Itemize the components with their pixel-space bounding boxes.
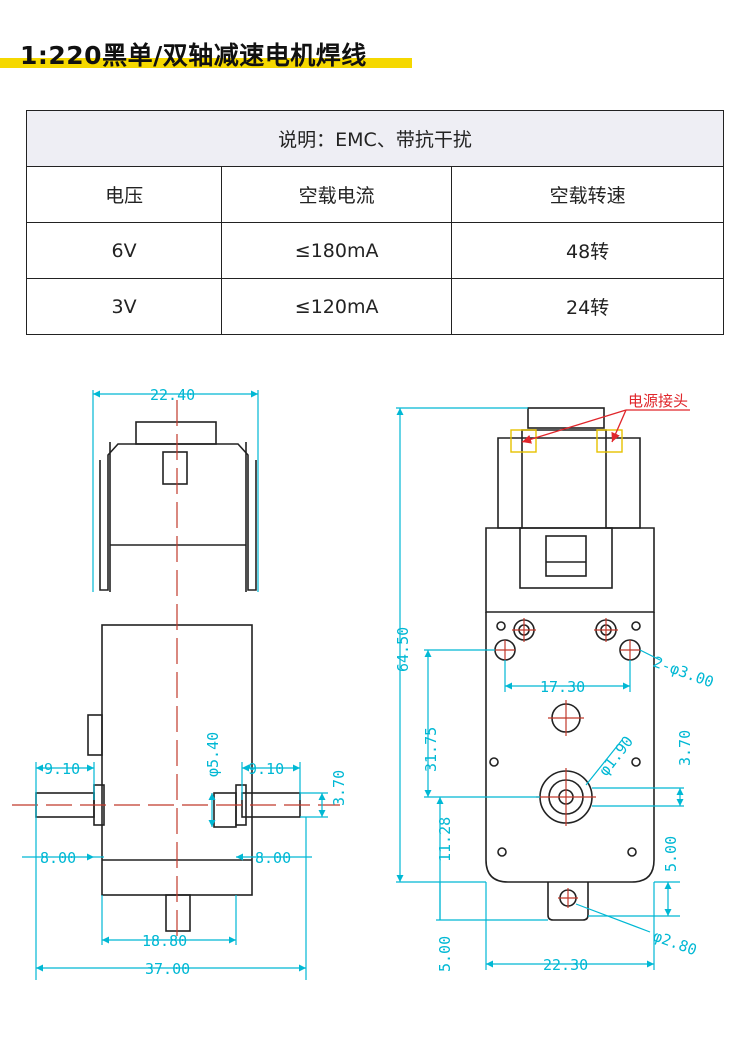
header-speed: 空载转速	[451, 166, 724, 223]
left-dimensions	[22, 390, 328, 980]
title-bar: 1:220黑单/双轴减速电机焊线	[0, 18, 412, 70]
connector-label: 电源接头	[628, 392, 688, 410]
dim-shaft-len-left: 9.10	[44, 760, 80, 778]
page-title: 1:220黑单/双轴减速电机焊线	[20, 41, 367, 70]
cell-speed: 24转	[451, 278, 724, 335]
cell-voltage: 3V	[25, 278, 223, 335]
dim-shaft-dia-right: φ1.90	[595, 733, 637, 780]
table-row: 3V ≤120mA 24转	[25, 278, 724, 335]
dim-height-shaft: 11.28	[436, 817, 454, 862]
dim-holes: 2-φ3.00	[651, 653, 717, 692]
title-underline	[0, 58, 412, 68]
header-current: 空载电流	[221, 166, 453, 223]
table-caption: 说明：EMC、带抗干扰	[26, 110, 724, 167]
dim-base-width: 18.80	[142, 932, 187, 950]
cell-voltage: 6V	[25, 222, 223, 279]
dim-tab-hole: φ2.80	[651, 927, 700, 959]
table-header-row: 电压 空载电流 空载转速	[25, 166, 724, 223]
dim-base-width-right: 22.30	[543, 956, 588, 974]
dim-collar-right: 8.00	[255, 849, 291, 867]
cell-current: ≤180mA	[221, 222, 453, 279]
connector-callout	[521, 409, 690, 444]
dim-flat: 3.70	[330, 770, 348, 806]
right-centerlines	[495, 618, 640, 908]
dim-total-width: 37.00	[145, 960, 190, 978]
dim-bottom-offset: 5.00	[436, 936, 454, 972]
dim-shaft-dia: φ5.40	[204, 732, 222, 777]
cell-speed: 48转	[451, 222, 724, 279]
dim-height-mid: 31.75	[422, 727, 440, 772]
header-voltage: 电压	[25, 166, 223, 223]
dim-tab-height: 5.00	[662, 836, 680, 872]
right-dimensions	[396, 407, 684, 970]
technical-drawing: 22.40 9.10 9.10 φ5.40 3.70 8.00 8.00 18.…	[12, 386, 717, 980]
dim-height-total: 64.50	[394, 627, 412, 672]
right-view	[485, 407, 655, 921]
table-row: 6V ≤180mA 48转	[25, 222, 724, 279]
dim-collar-left: 8.00	[40, 849, 76, 867]
table-caption-row: 说明：EMC、带抗干扰	[26, 110, 724, 167]
cell-current: ≤120mA	[221, 278, 453, 335]
dim-shaft-len-right: 9.10	[248, 760, 284, 778]
left-centerlines	[12, 400, 340, 940]
dim-width-top: 22.40	[150, 386, 195, 404]
dim-flat-right: 3.70	[676, 730, 694, 766]
spec-table: 说明：EMC、带抗干扰 电压 空载电流 空载转速 6V ≤180mA 48转 3…	[25, 110, 724, 335]
dim-hole-spacing: 17.30	[540, 678, 585, 696]
